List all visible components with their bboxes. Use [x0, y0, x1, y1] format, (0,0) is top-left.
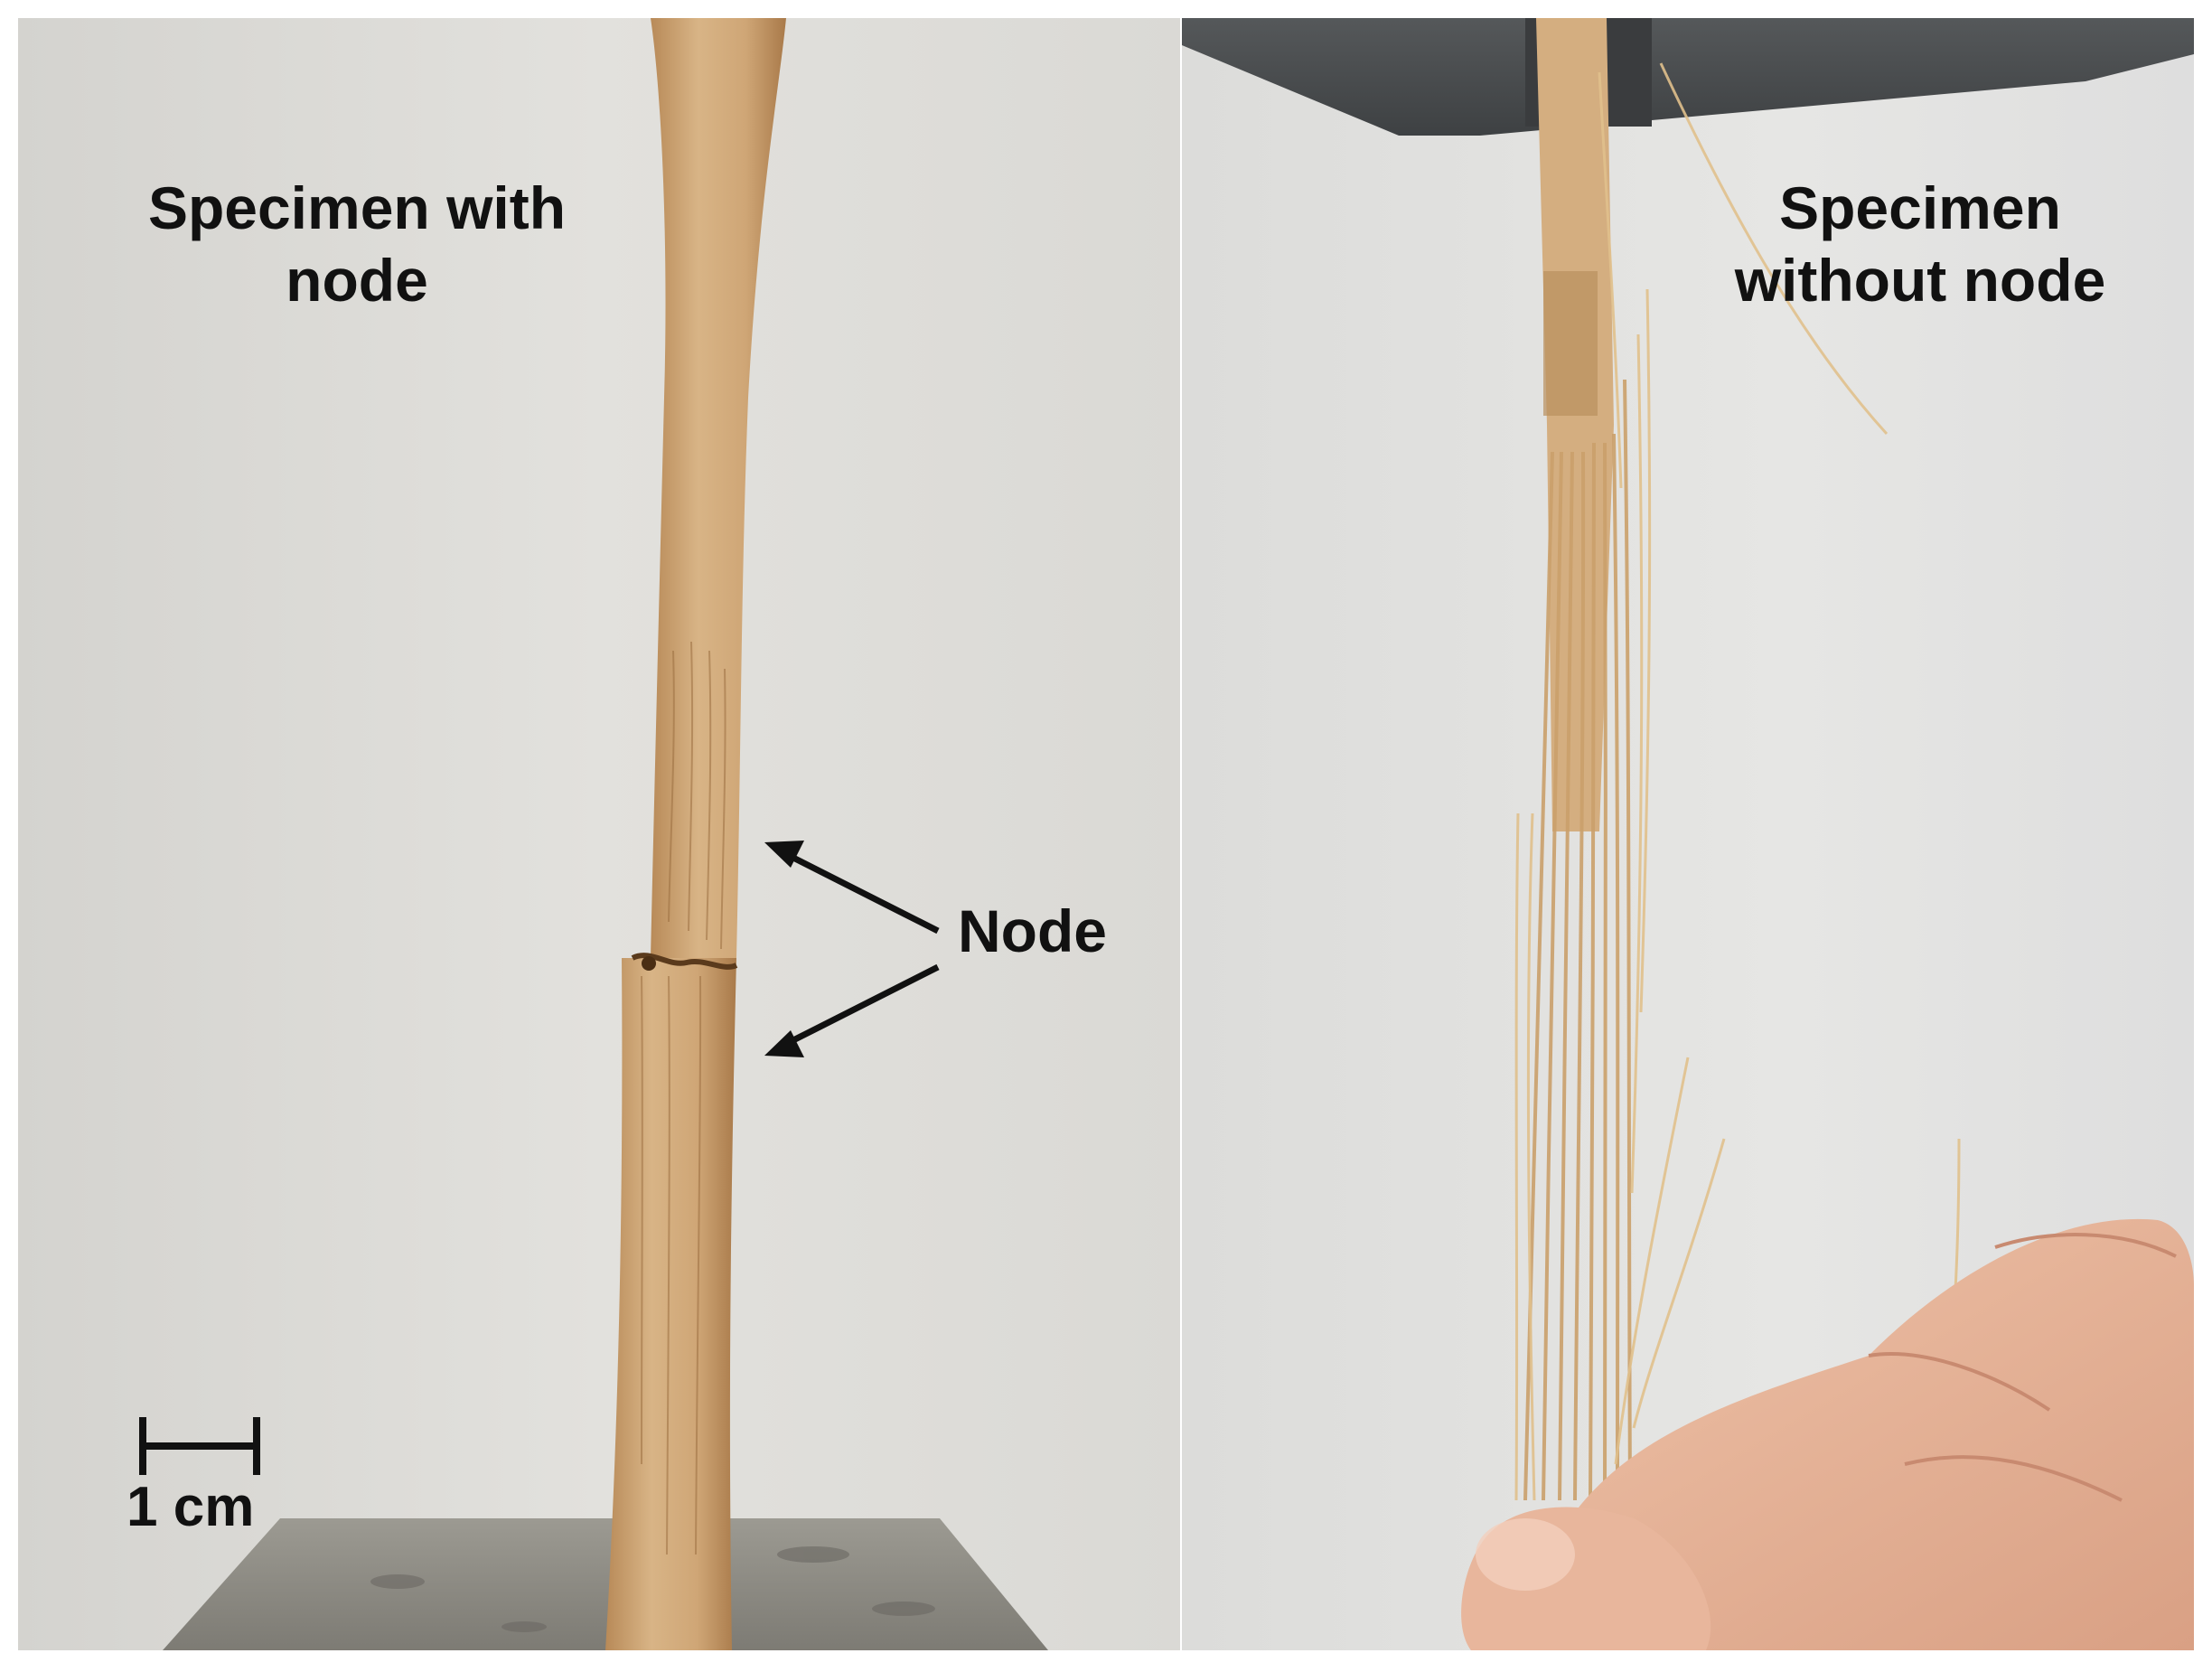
wall-background	[18, 18, 1180, 1650]
node-grain-texture	[641, 641, 726, 1555]
panel-specimen-without-node	[1182, 18, 2194, 1650]
title-line-1: Specimen with	[147, 174, 567, 241]
title-specimen-with-node: Specimen with node	[108, 172, 605, 316]
hand	[1461, 1218, 2194, 1650]
title-specimen-without-node: Specimen without node	[1690, 172, 2151, 316]
title-line-1: Specimen	[1779, 174, 2061, 241]
photo-specimen-without-node	[1182, 18, 2194, 1650]
test-base	[163, 1518, 1048, 1650]
machine-grip	[1182, 18, 2194, 136]
photo-specimen-with-node	[18, 18, 1180, 1650]
scale-bar-label: 1 cm	[127, 1476, 255, 1538]
thumbnail	[1476, 1518, 1575, 1591]
scale-bar	[139, 1417, 260, 1475]
panel-specimen-with-node	[18, 18, 1180, 1650]
node-crack	[631, 953, 738, 970]
specimen-upper-part	[651, 18, 786, 958]
node-annotation-label: Node	[958, 897, 1107, 964]
title-line-2: without node	[1734, 247, 2106, 314]
specimen-lower-part	[605, 958, 736, 1650]
node-arrows	[764, 841, 940, 1057]
title-line-2: node	[286, 247, 428, 314]
